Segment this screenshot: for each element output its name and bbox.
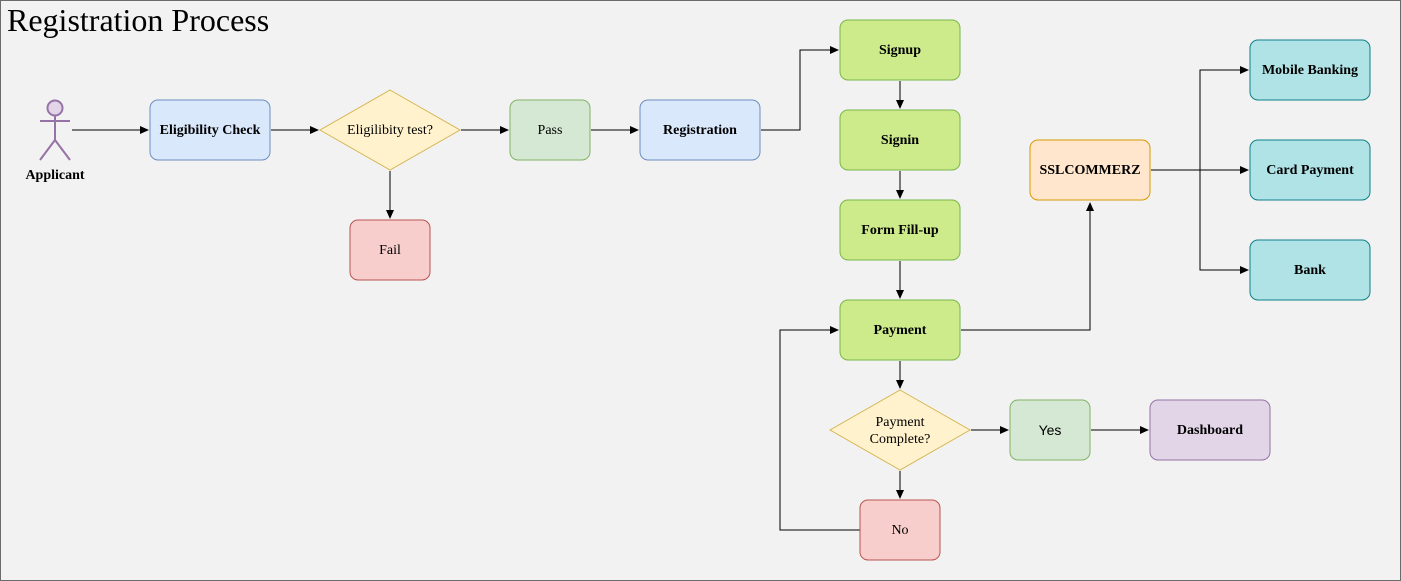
page-title: Registration Process (7, 2, 270, 38)
node-eligibility-check[interactable]: Eligibility Check (149, 99, 271, 161)
node-sslcommerz[interactable]: SSLCOMMERZ (1029, 139, 1151, 201)
node-label: Eligibility Check (160, 123, 261, 138)
node-registration[interactable]: Registration (639, 99, 761, 161)
node-label: Mobile Banking (1262, 63, 1358, 78)
node-card-payment[interactable]: Card Payment (1249, 139, 1371, 201)
node-pass[interactable]: Pass (509, 99, 591, 161)
node-label: Signin (881, 133, 919, 148)
node-label: Dashboard (1177, 423, 1243, 438)
node-mobile-banking[interactable]: Mobile Banking (1249, 39, 1371, 101)
node-label: Card Payment (1266, 163, 1354, 178)
node-label: SSLCOMMERZ (1039, 163, 1140, 178)
node-label: No (891, 523, 908, 538)
node-form-fillup[interactable]: Form Fill-up (839, 199, 961, 261)
node-fail[interactable]: Fail (349, 219, 431, 281)
node-eligibility-test[interactable]: Eligilibity test? (318, 89, 462, 171)
node-label: Fail (379, 243, 401, 258)
node-label: Payment (874, 323, 927, 338)
node-yes[interactable]: Yes (1009, 399, 1091, 461)
actor-label: Applicant (25, 168, 84, 183)
applicant-actor (39, 99, 71, 161)
node-label: Pass (538, 123, 563, 138)
edge-registration-to-signup (761, 46, 839, 131)
edge-payment-to-ssl (961, 202, 1094, 331)
edge-ssl-to-bank (1199, 170, 1249, 274)
node-label: Yes (1039, 422, 1062, 438)
edge-no-to-payment (779, 326, 860, 531)
node-no[interactable]: No (859, 499, 941, 561)
actor-head-icon (46, 99, 64, 117)
node-bank[interactable]: Bank (1249, 239, 1371, 301)
edges (72, 46, 1249, 531)
node-payment[interactable]: Payment (839, 299, 961, 361)
node-signin[interactable]: Signin (839, 109, 961, 171)
node-label-line2: Complete? (870, 432, 931, 447)
node-dashboard[interactable]: Dashboard (1149, 399, 1271, 461)
node-label-line1: Payment (876, 415, 925, 430)
node-label: Registration (663, 123, 737, 138)
node-label: Form Fill-up (861, 223, 939, 238)
edge-ssl-to-mobile (1151, 66, 1249, 171)
node-signup[interactable]: Signup (839, 19, 961, 81)
node-payment-complete[interactable]: Payment Complete? (828, 389, 972, 471)
node-label: Bank (1294, 263, 1326, 278)
node-label: Signup (879, 43, 921, 58)
node-label: Eligilibity test? (347, 123, 433, 138)
